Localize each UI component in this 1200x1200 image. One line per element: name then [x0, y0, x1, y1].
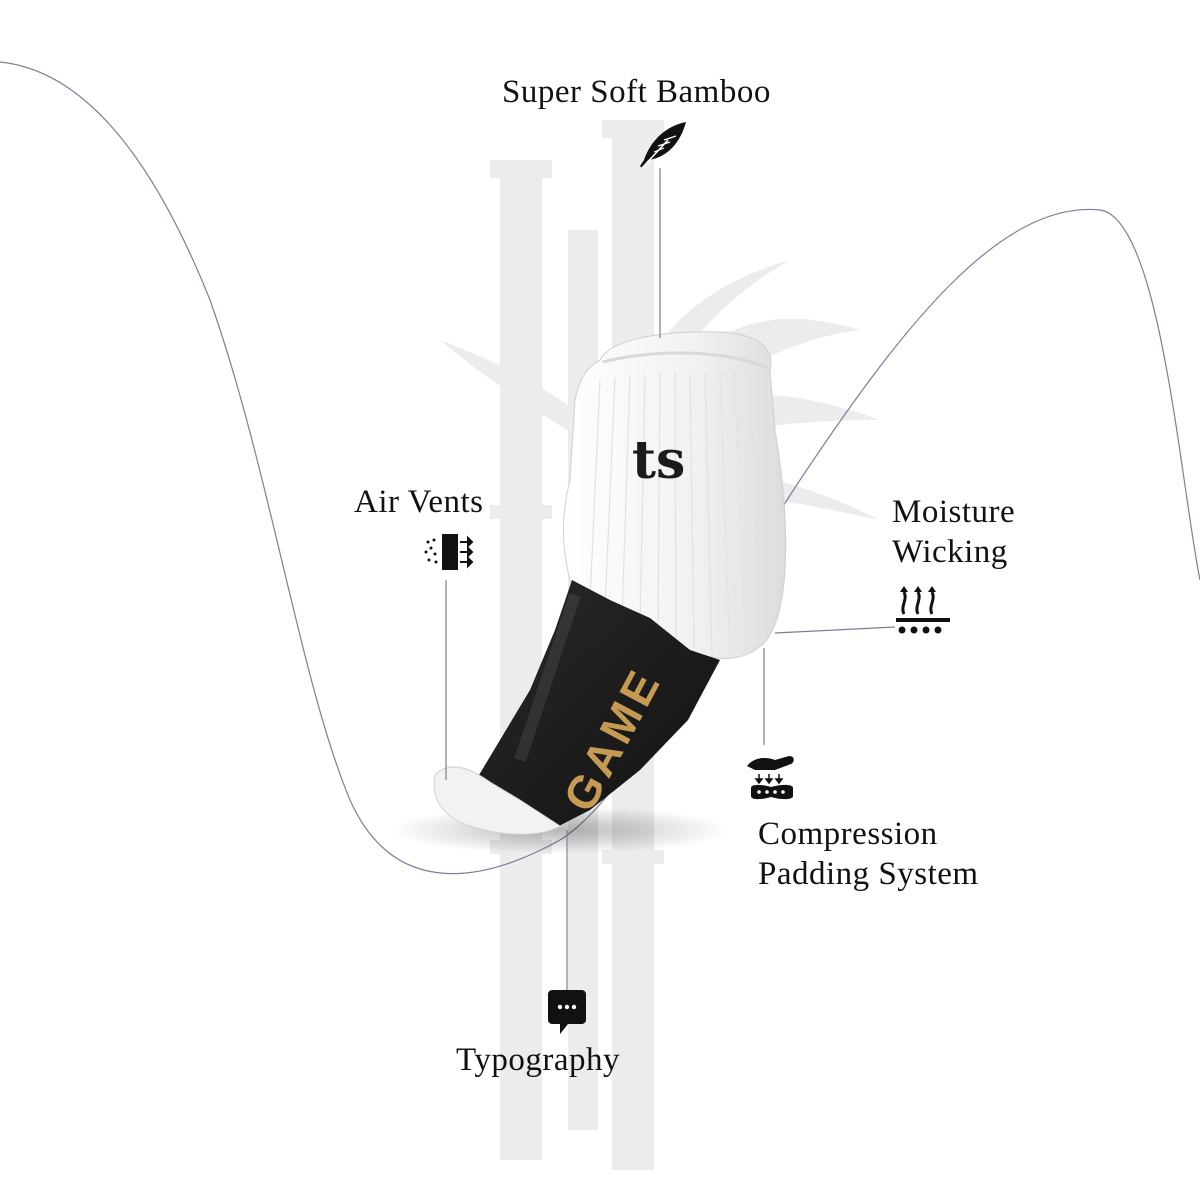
label-moisture-wicking: Moisture Wicking [892, 494, 1016, 570]
label-typography: Typography [456, 1042, 620, 1078]
sock-illustration: GAME ts [433, 331, 787, 835]
leader-lines [445, 168, 896, 990]
sock-logo: ts [632, 430, 685, 491]
compression-padding-icon [747, 756, 794, 800]
feather-icon [640, 122, 686, 169]
chat-bubble-icon [548, 990, 586, 1034]
moisture-wicking-icon [896, 586, 950, 634]
label-air-vents: Air Vents [354, 484, 484, 520]
label-compression-padding: Compression Padding System [758, 816, 979, 892]
air-vents-icon [424, 534, 474, 570]
label-super-soft-bamboo: Super Soft Bamboo [502, 74, 771, 110]
